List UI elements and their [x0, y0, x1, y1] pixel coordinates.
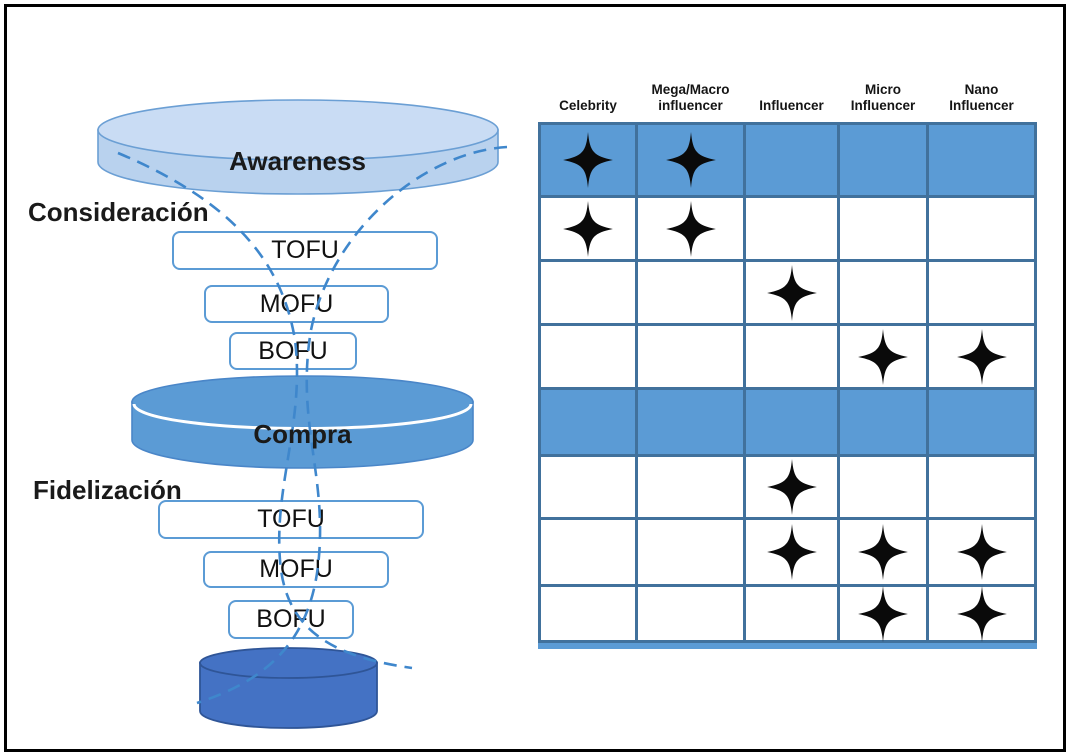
funnel-box-bofu-loyalty: BOFU	[228, 600, 354, 639]
matrix-cell	[746, 198, 837, 259]
matrix-cell	[746, 457, 837, 517]
matrix-cell	[840, 457, 926, 517]
matrix-column-header: Celebrity	[559, 98, 617, 113]
star-icon	[563, 132, 613, 188]
matrix-column-header: Micro Influencer	[850, 82, 916, 113]
matrix-cell	[746, 390, 837, 454]
matrix-cell	[541, 390, 635, 454]
funnel-box-tofu-consideration: TOFU	[172, 231, 438, 270]
star-icon	[858, 328, 908, 385]
matrix-cell	[929, 198, 1034, 259]
star-icon	[563, 200, 613, 257]
funnel-box-label: BOFU	[256, 605, 326, 633]
matrix-cell	[929, 457, 1034, 517]
matrix-column-header: Mega/Macro influencer	[651, 82, 730, 113]
matrix-cell	[746, 587, 837, 640]
matrix-cell	[840, 125, 926, 195]
star-icon	[766, 459, 817, 515]
funnel-box-mofu-consideration: MOFU	[204, 285, 389, 323]
influencer-matrix	[538, 122, 1037, 643]
funnel-box-mofu-loyalty: MOFU	[203, 551, 389, 588]
star-icon	[858, 585, 908, 642]
stage-label-consideracion: Consideración	[28, 197, 209, 227]
matrix-cell	[840, 585, 926, 642]
funnel-box-label: TOFU	[271, 236, 339, 264]
star-icon	[665, 132, 716, 188]
matrix-cell	[840, 520, 926, 584]
matrix-cell	[638, 198, 743, 259]
star-icon	[858, 524, 908, 580]
matrix-cell	[929, 262, 1034, 323]
star-icon	[956, 585, 1007, 642]
matrix-cell	[541, 587, 635, 640]
funnel-box-label: BOFU	[258, 336, 328, 365]
matrix-cell	[746, 326, 837, 387]
matrix-cell	[638, 326, 743, 387]
stage-label-fidelizacion: Fidelización	[33, 475, 182, 505]
matrix-cell	[541, 262, 635, 323]
matrix-cell	[929, 520, 1034, 584]
matrix-cell	[541, 326, 635, 387]
matrix-cell	[638, 520, 743, 584]
matrix-cell	[840, 262, 926, 323]
matrix-bottom-strip	[538, 643, 1037, 649]
matrix-cell	[929, 326, 1034, 387]
star-icon	[956, 328, 1007, 385]
funnel-curves	[117, 145, 508, 705]
matrix-cell	[840, 390, 926, 454]
funnel-diagram	[97, 99, 499, 729]
funnel-box-bofu-consideration: BOFU	[229, 332, 357, 370]
matrix-cell	[638, 457, 743, 517]
matrix-cell	[638, 587, 743, 640]
retention-cylinder	[199, 647, 378, 729]
funnel-box-label: MOFU	[259, 289, 334, 318]
matrix-cell	[541, 457, 635, 517]
matrix-cell	[541, 125, 635, 195]
matrix-cell	[638, 125, 743, 195]
matrix-cell	[929, 125, 1034, 195]
matrix-cell	[541, 520, 635, 584]
star-icon	[766, 264, 817, 321]
matrix-column-header: Influencer	[759, 98, 824, 113]
funnel-box-label: MOFU	[259, 555, 333, 583]
matrix-cell	[541, 198, 635, 259]
matrix-cell	[638, 390, 743, 454]
star-icon	[956, 524, 1007, 580]
stage-label-compra: Compra	[253, 419, 352, 449]
matrix-cell	[638, 262, 743, 323]
matrix-cell	[746, 520, 837, 584]
matrix-column-header: Nano Influencer	[949, 82, 1014, 113]
star-icon	[766, 524, 817, 580]
matrix-cell	[929, 390, 1034, 454]
matrix-cell	[840, 198, 926, 259]
star-icon	[665, 200, 716, 257]
matrix-cell	[929, 585, 1034, 642]
stage-label-awareness: Awareness	[229, 146, 366, 176]
matrix-cell	[746, 125, 837, 195]
funnel-box-tofu-loyalty: TOFU	[158, 500, 424, 539]
funnel-box-label: TOFU	[257, 505, 325, 533]
matrix-cell	[746, 262, 837, 323]
matrix-cell	[840, 326, 926, 387]
